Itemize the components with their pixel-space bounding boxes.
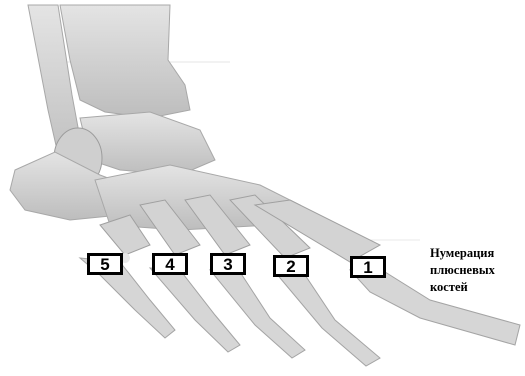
- metatarsal-label-3: 3: [210, 253, 246, 275]
- metatarsal-label-1: 1: [350, 256, 386, 278]
- caption-line: костей: [430, 279, 522, 296]
- metatarsal-label-2: 2: [273, 255, 309, 277]
- caption-line: плюсневых: [430, 262, 522, 279]
- metatarsal-label-5: 5: [87, 253, 123, 275]
- metatarsal-label-4: 4: [152, 253, 188, 275]
- caption-line: Нумерация: [430, 245, 522, 262]
- caption: Нумерация плюсневых костей: [430, 245, 522, 296]
